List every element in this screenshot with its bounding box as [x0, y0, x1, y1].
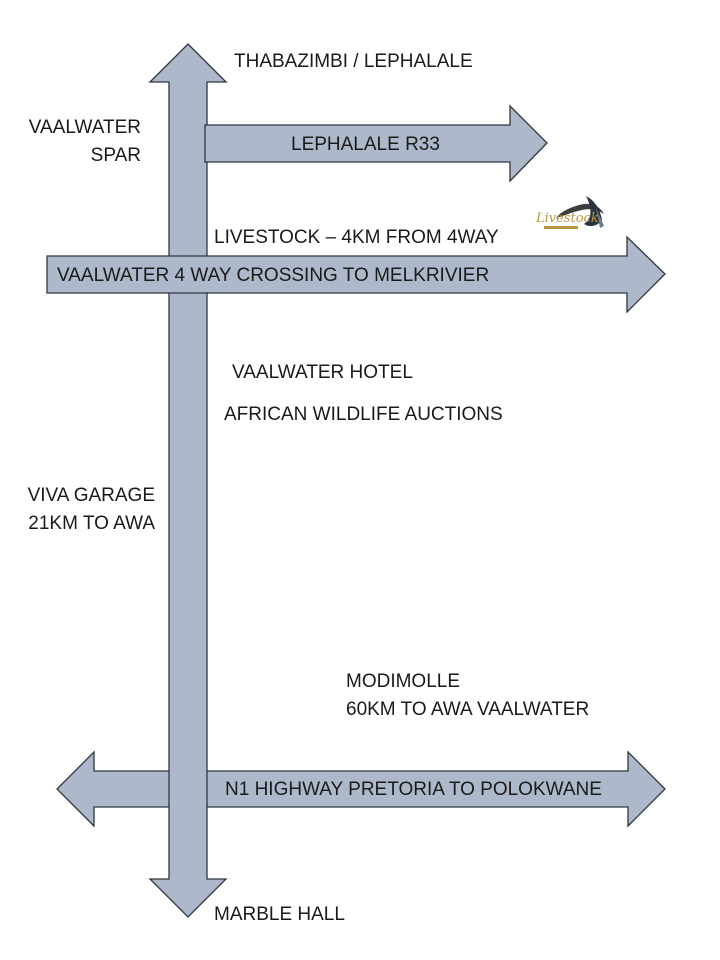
vaalwater-spar-line2: SPAR [90, 145, 141, 166]
vaalwater-spar-label: VAALWATER SPAR [29, 114, 141, 170]
n1-highway-arrow [56, 750, 666, 828]
livestock-logo: Livestock [535, 196, 604, 229]
viva-garage-line2: 21KM TO AWA [28, 513, 155, 534]
melkrivier-arrow [46, 235, 666, 314]
vaalwater-hotel-label: VAALWATER HOTEL [232, 362, 413, 383]
modimolle-line2: 60KM TO AWA VAALWATER [346, 699, 590, 720]
north-destination-label: THABAZIMBI / LEPHALALE [234, 51, 473, 72]
lephalale-road-label: LEPHALALE R33 [291, 134, 440, 155]
african-wildlife-auctions-label: AFRICAN WILDLIFE AUCTIONS [224, 404, 503, 425]
lephalale-arrow [204, 104, 548, 183]
modimolle-line1: MODIMOLLE [346, 671, 461, 692]
south-destination-label: MARBLE HALL [214, 904, 345, 925]
viva-garage-line1: VIVA GARAGE [27, 485, 155, 506]
modimolle-label: MODIMOLLE 60KM TO AWA VAALWATER [346, 668, 589, 724]
viva-garage-label: VIVA GARAGE 21KM TO AWA [28, 482, 155, 538]
logo-wordmark: Livestock [535, 211, 599, 226]
vaalwater-spar-line1: VAALWATER [28, 117, 141, 138]
livestock-label: LIVESTOCK – 4KM FROM 4WAY [214, 227, 499, 248]
crossing-road-label: VAALWATER 4 WAY CROSSING TO MELKRIVIER [57, 265, 490, 286]
n1-highway-label: N1 HIGHWAY PRETORIA TO POLOKWANE [225, 779, 602, 800]
